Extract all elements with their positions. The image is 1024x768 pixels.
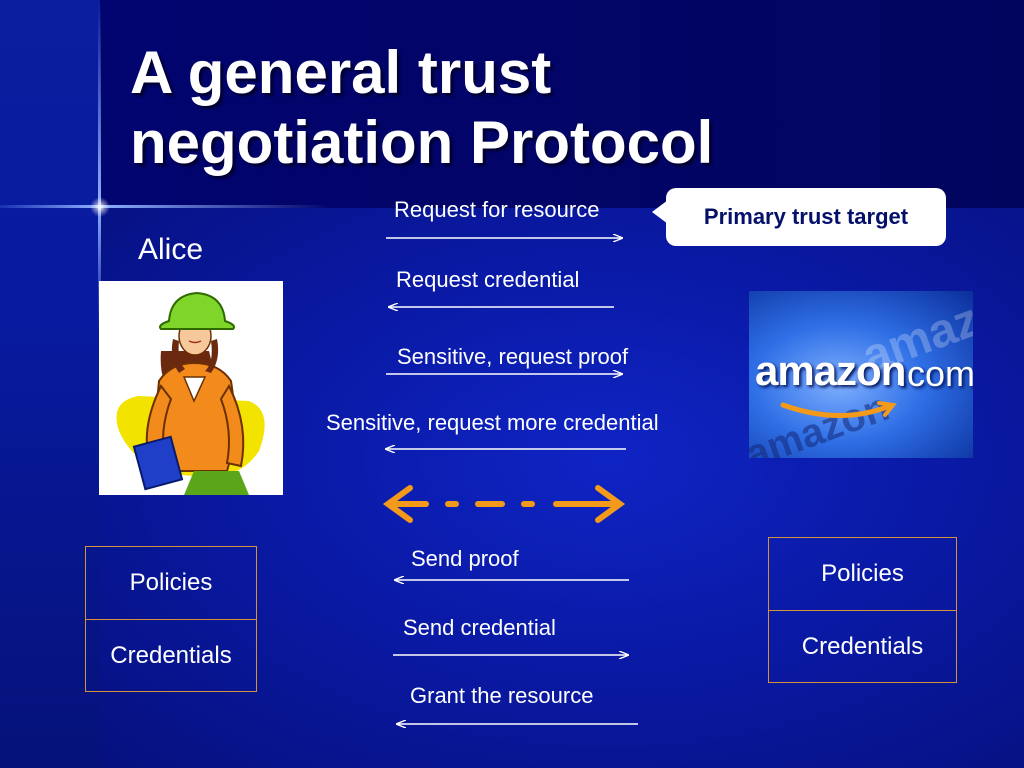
- alice-policies-label: Policies: [129, 569, 213, 596]
- amazon-policies-label: Policies: [821, 560, 904, 587]
- message-label-2: Request credential: [396, 267, 580, 292]
- alice-policies-cell: Policies: [86, 547, 256, 620]
- callout-pointer: [652, 200, 668, 224]
- amazon-policy-credential-box: Policies Credentials: [768, 537, 957, 683]
- decorative-sparkle: [90, 197, 110, 217]
- decorative-vertical-line: [98, 0, 101, 330]
- background-left-band: [0, 0, 100, 768]
- slide-title-line-2: negotiation Protocol: [130, 109, 714, 176]
- primary-trust-target-callout: Primary trust target: [666, 188, 946, 246]
- amazon-credentials-cell: Credentials: [769, 611, 956, 682]
- alice-figure-icon: [116, 291, 265, 495]
- background-title-band: [100, 0, 1024, 208]
- slide-title: A general trust negotiation Protocol: [130, 38, 910, 178]
- amazon-logo-suffix: .com: [897, 353, 973, 394]
- exchange-double-arrow-icon: [382, 485, 626, 523]
- message-label-4: Sensitive, request more credential: [326, 410, 659, 435]
- decorative-horizontal-line: [0, 205, 330, 208]
- message-label-6: Send credential: [403, 615, 556, 640]
- alice-credentials-cell: Credentials: [86, 620, 256, 691]
- amazon-smile-icon: [780, 401, 897, 419]
- amazon-policies-cell: Policies: [769, 538, 956, 611]
- message-label-3: Sensitive, request proof: [397, 344, 629, 369]
- alice-policy-credential-box: Policies Credentials: [85, 546, 257, 692]
- amazon-credentials-label: Credentials: [801, 632, 924, 660]
- message-label-1: Request for resource: [394, 197, 600, 222]
- slide-title-line-1: A general trust: [130, 39, 552, 106]
- amazon-logo-word: amazon: [755, 347, 906, 394]
- message-label-7: Grant the resource: [410, 683, 594, 708]
- alice-label: Alice: [138, 233, 204, 266]
- alice-illustration: [99, 281, 283, 495]
- message-label-5: Send proof: [411, 546, 519, 571]
- amazon-logo-image: amazon amazon amazon .com: [749, 291, 973, 458]
- alice-credentials-label: Credentials: [110, 641, 232, 669]
- callout-label: Primary trust target: [703, 204, 909, 229]
